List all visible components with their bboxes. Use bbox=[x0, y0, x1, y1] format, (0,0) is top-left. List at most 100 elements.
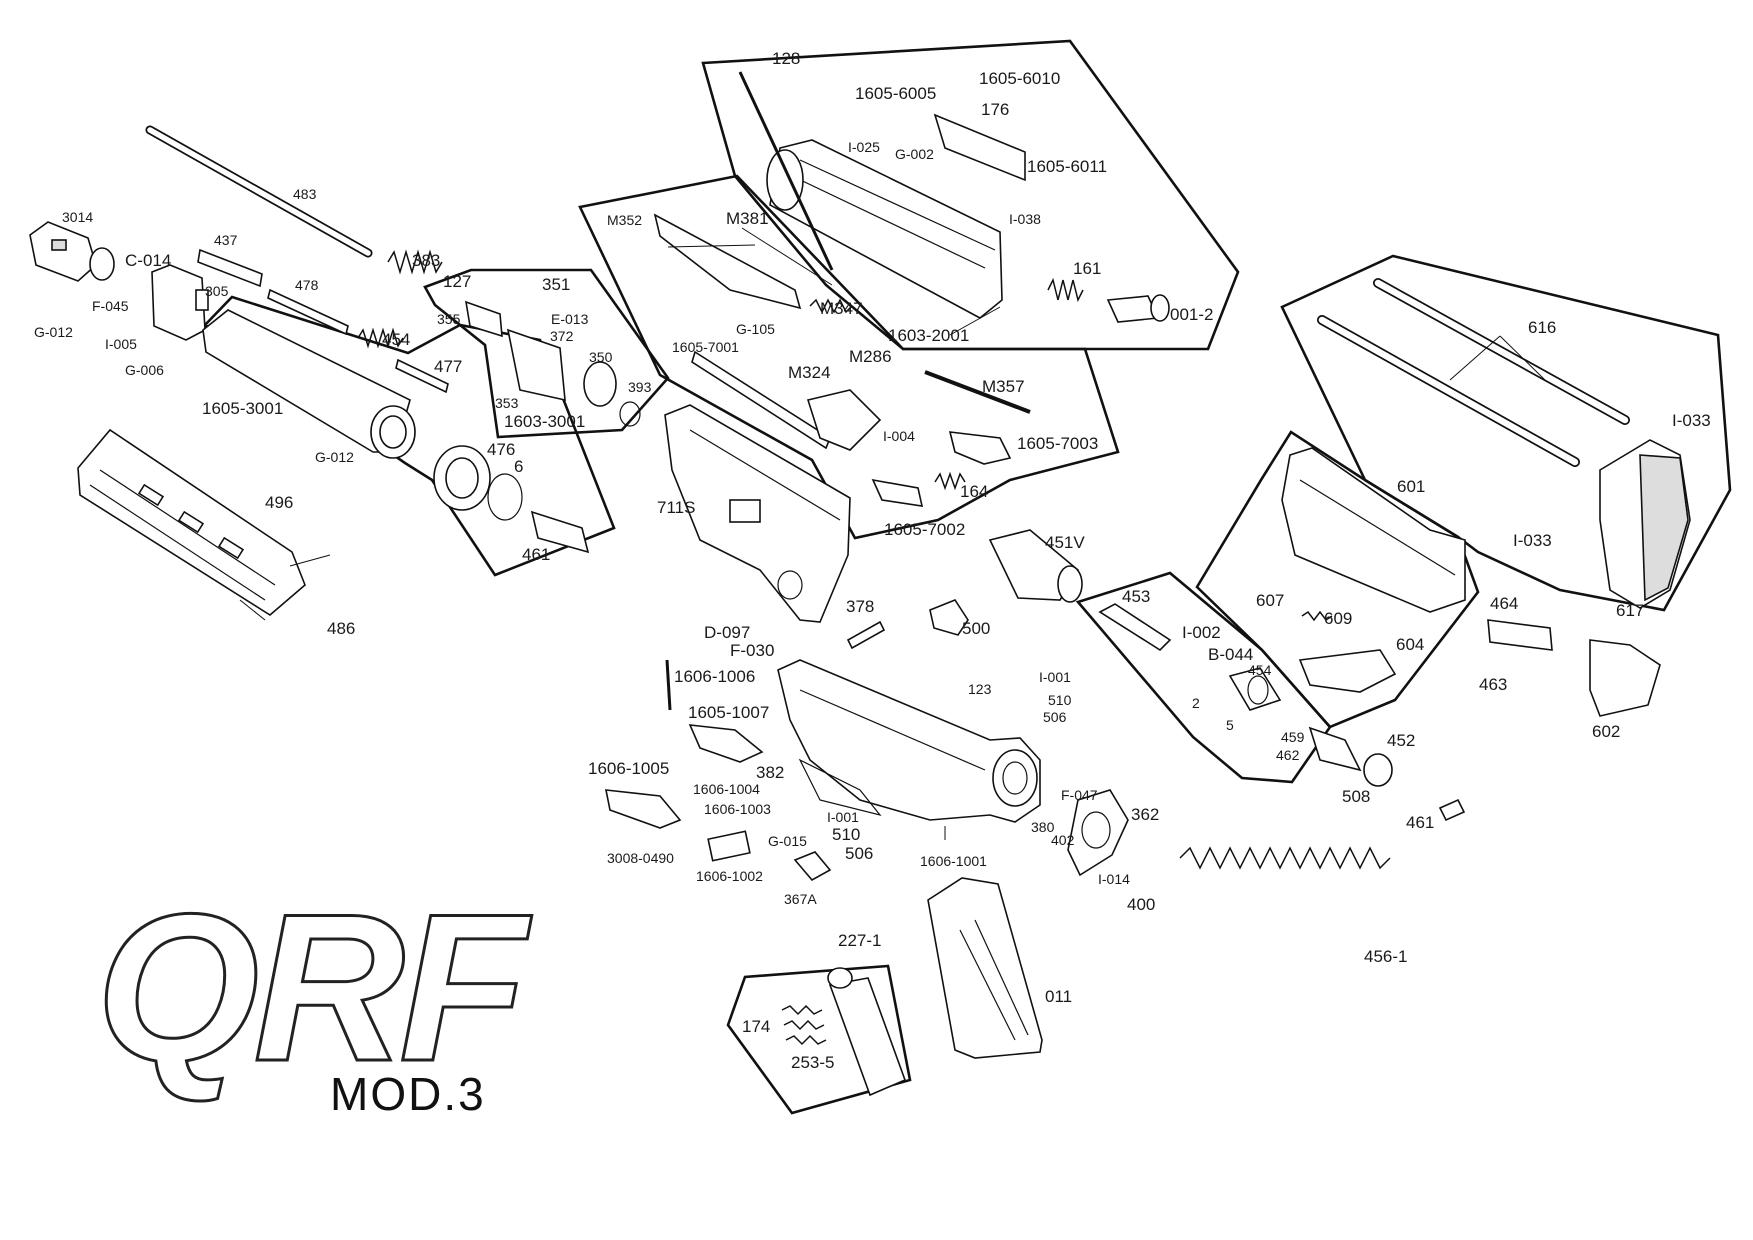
spring-m286 bbox=[809, 298, 853, 314]
label-372: 372 bbox=[550, 328, 574, 344]
label-393: 393 bbox=[628, 379, 652, 395]
ring-6 bbox=[487, 473, 523, 521]
label-g006: G-006 bbox=[125, 362, 164, 378]
label-510b: 510 bbox=[1048, 692, 1072, 708]
label-1605-6005: 1605-6005 bbox=[855, 84, 936, 103]
label-e013: E-013 bbox=[551, 311, 589, 327]
label-g105: G-105 bbox=[736, 321, 775, 337]
label-5: 5 bbox=[1226, 717, 1234, 733]
label-454b: 454 bbox=[1248, 662, 1272, 678]
group-stock-outline bbox=[1280, 254, 1732, 612]
label-i025: I-025 bbox=[848, 139, 880, 155]
label-402: 402 bbox=[1051, 832, 1075, 848]
label-367a: 367A bbox=[784, 891, 817, 907]
cylinder-451v bbox=[988, 529, 1083, 603]
label-1606-1004: 1606-1004 bbox=[693, 781, 760, 797]
latch-604 bbox=[1298, 649, 1397, 693]
label-382: 382 bbox=[756, 763, 784, 782]
label-459: 459 bbox=[1281, 729, 1305, 745]
label-i014: I-014 bbox=[1098, 871, 1130, 887]
piston-437 bbox=[197, 248, 263, 288]
label-6: 6 bbox=[514, 457, 523, 476]
label-1605-3001: 1605-3001 bbox=[202, 399, 283, 418]
button-1606-1002 bbox=[707, 830, 751, 862]
label-m286: M286 bbox=[849, 347, 892, 366]
label-510a: 510 bbox=[832, 825, 860, 844]
cap-602 bbox=[1589, 639, 1661, 717]
label-462: 462 bbox=[1276, 747, 1300, 763]
cylinder-001-2 bbox=[1106, 294, 1170, 323]
label-508: 508 bbox=[1342, 787, 1370, 806]
label-i001a: I-001 bbox=[827, 809, 859, 825]
label-1606-1002: 1606-1002 bbox=[696, 868, 763, 884]
handguard-496 bbox=[77, 428, 306, 616]
label-437: 437 bbox=[214, 232, 238, 248]
spring-161 bbox=[1047, 277, 1084, 303]
label-253-5: 253-5 bbox=[791, 1053, 834, 1072]
spring-164 bbox=[934, 471, 966, 491]
group-buffer-tube-outline bbox=[1075, 571, 1332, 784]
label-461a: 461 bbox=[522, 545, 550, 564]
label-m357: M357 bbox=[982, 377, 1025, 396]
rod-478 bbox=[267, 288, 349, 336]
label-616: 616 bbox=[1528, 318, 1556, 337]
label-128: 128 bbox=[772, 49, 800, 68]
label-164: 164 bbox=[960, 482, 988, 501]
label-1605-7003: 1605-7003 bbox=[1017, 434, 1098, 453]
label-461b: 461 bbox=[1406, 813, 1434, 832]
label-476: 476 bbox=[487, 440, 515, 459]
label-1606-1001: 1606-1001 bbox=[920, 853, 987, 869]
label-d097: D-097 bbox=[704, 623, 750, 642]
label-m381: M381 bbox=[726, 209, 769, 228]
label-478: 478 bbox=[295, 277, 319, 293]
label-i033a: I-033 bbox=[1672, 411, 1711, 430]
barrel-nut-476 bbox=[433, 445, 491, 511]
label-i038: I-038 bbox=[1009, 211, 1041, 227]
bolt-461 bbox=[1438, 798, 1466, 822]
label-602: 602 bbox=[1592, 722, 1620, 741]
label-1606-1006: 1606-1006 bbox=[674, 667, 755, 686]
label-1605-6011: 1605-6011 bbox=[1027, 157, 1107, 176]
label-174: 174 bbox=[742, 1017, 770, 1036]
pin-378 bbox=[846, 620, 886, 650]
spring-609 bbox=[1301, 610, 1333, 622]
label-m324: M324 bbox=[788, 363, 831, 382]
label-011: 011 bbox=[1045, 987, 1072, 1006]
label-1603-2001: 1603-2001 bbox=[888, 326, 969, 345]
label-351: 351 bbox=[542, 275, 570, 294]
gearbox-711s bbox=[664, 404, 851, 623]
plug-452 bbox=[1308, 726, 1393, 787]
label-f045: F-045 bbox=[92, 298, 129, 314]
label-1605-7001: 1605-7001 bbox=[672, 339, 739, 355]
buffer-454 bbox=[1228, 667, 1282, 711]
label-227-1: 227-1 bbox=[838, 931, 881, 950]
leader-lines bbox=[239, 227, 1546, 840]
label-486: 486 bbox=[327, 619, 355, 638]
lower-receiver-1606-1001 bbox=[777, 659, 1041, 823]
label-496: 496 bbox=[265, 493, 293, 512]
spring-456-1 bbox=[1179, 846, 1391, 870]
stock-body-601 bbox=[1281, 447, 1466, 613]
end-cap-461 bbox=[530, 510, 590, 554]
label-400: 400 bbox=[1127, 895, 1155, 914]
group-hopup-outline bbox=[423, 268, 670, 439]
model-name: MOD.3 bbox=[330, 1068, 486, 1120]
sling-plate-362 bbox=[1067, 789, 1129, 877]
gas-block-305 bbox=[151, 264, 209, 341]
label-i002: I-002 bbox=[1182, 623, 1221, 642]
label-g002: G-002 bbox=[895, 146, 934, 162]
label-601: 601 bbox=[1397, 477, 1425, 496]
spring-383 bbox=[387, 249, 443, 275]
label-g012a: G-012 bbox=[34, 324, 73, 340]
label-i004: I-004 bbox=[883, 428, 915, 444]
label-454a: 454 bbox=[382, 330, 410, 349]
label-711s: 711S bbox=[657, 498, 695, 517]
spring-174 bbox=[781, 1004, 827, 1046]
barrel-1605-3001 bbox=[202, 309, 416, 459]
brand-logo: QRF MOD.3 bbox=[95, 869, 540, 1121]
label-463: 463 bbox=[1479, 675, 1507, 694]
rod-128 bbox=[738, 71, 834, 271]
label-305: 305 bbox=[205, 283, 229, 299]
label-i033b: I-033 bbox=[1513, 531, 1552, 550]
latch-1605-7003 bbox=[948, 431, 1012, 465]
